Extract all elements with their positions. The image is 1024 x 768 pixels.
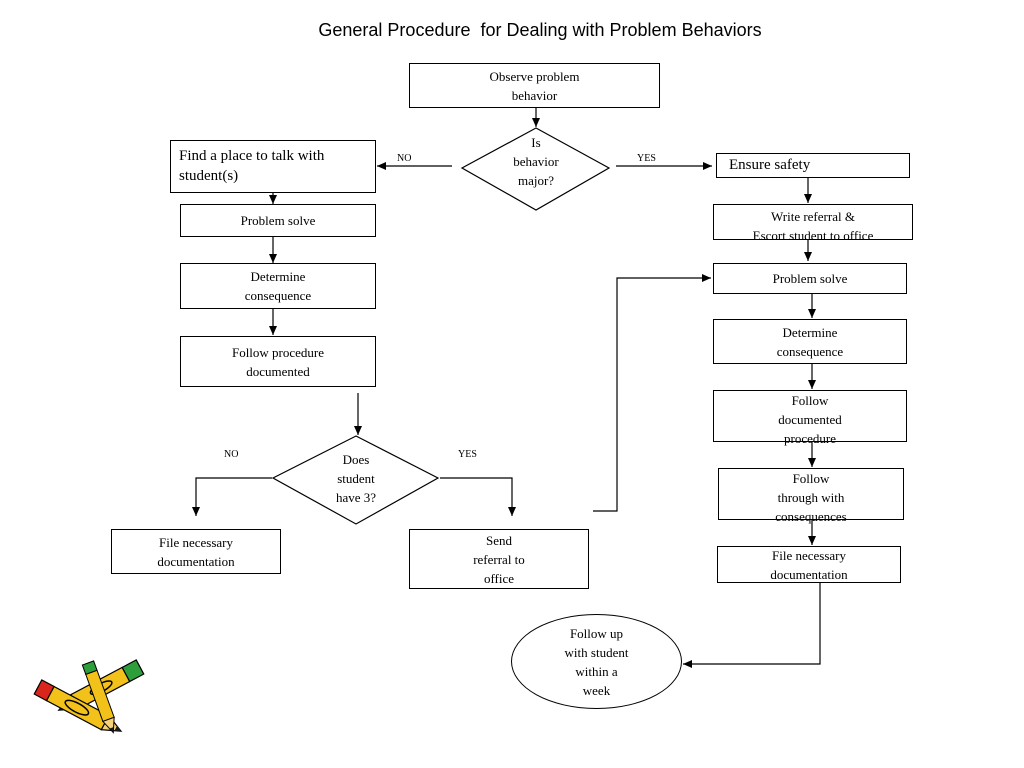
edge-label-major-yes: YES bbox=[637, 153, 656, 164]
node-label: Follow through with consequences bbox=[775, 471, 847, 524]
node-label: Follow up with student within a week bbox=[564, 625, 629, 698]
node-label: Observe problem behavior bbox=[489, 68, 580, 103]
node-observe-behavior: Observe problem behavior bbox=[409, 63, 660, 108]
node-follow-procedure-documented: Follow procedure documented bbox=[180, 336, 376, 387]
node-label: Send referral to office bbox=[473, 532, 525, 586]
node-label: File necessary documentation bbox=[157, 534, 235, 569]
node-label: Determine consequence bbox=[776, 324, 844, 359]
arrow-file-to-follow-up bbox=[683, 583, 821, 668]
node-follow-up-student: Follow up with student within a week bbox=[511, 614, 682, 709]
node-right-file-documentation: File necessary documentation bbox=[717, 546, 901, 583]
decision-label-three: Does student have 3? bbox=[335, 452, 377, 505]
edge-label-major-no: NO bbox=[397, 153, 412, 164]
node-label: Problem solve bbox=[240, 213, 316, 228]
node-right-problem-solve: Problem solve bbox=[713, 263, 907, 294]
node-label: Determine consequence bbox=[244, 269, 312, 303]
arrow-referral-to-problem-solve bbox=[593, 274, 711, 512]
node-left-determine-consequence: Determine consequence bbox=[180, 263, 376, 309]
node-label: Follow procedure documented bbox=[231, 344, 325, 379]
crossed-pencils-icon bbox=[33, 659, 145, 734]
arrow-three-yes bbox=[440, 477, 516, 516]
node-follow-through-consequences: Follow through with consequences bbox=[718, 468, 904, 524]
node-ensure-safety: Ensure safety bbox=[716, 153, 910, 178]
node-write-referral: Write referral & Escort student to offic… bbox=[713, 204, 913, 243]
node-label: Follow documented procedure bbox=[778, 393, 842, 446]
node-left-problem-solve: Problem solve bbox=[180, 204, 376, 237]
decision-diamond-major bbox=[460, 127, 611, 211]
node-label: Problem solve bbox=[772, 271, 848, 286]
node-label: Find a place to talk with student(s) bbox=[179, 148, 325, 184]
decision-label-major: Is behavior major? bbox=[513, 135, 559, 188]
node-label: Write referral & Escort student to offic… bbox=[752, 209, 874, 243]
page-title: General Procedure for Dealing with Probl… bbox=[318, 20, 762, 40]
arrow-three-no bbox=[192, 477, 272, 516]
edge-label-three-no: NO bbox=[224, 449, 239, 460]
decision-diamond-three bbox=[271, 435, 440, 525]
node-find-place: Find a place to talk with student(s) bbox=[170, 140, 376, 193]
node-left-file-documentation: File necessary documentation bbox=[111, 529, 281, 574]
node-label: File necessary documentation bbox=[770, 547, 848, 582]
edge-label-three-yes: YES bbox=[458, 449, 477, 460]
node-send-referral: Send referral to office bbox=[409, 529, 589, 589]
node-label: Ensure safety bbox=[729, 157, 811, 173]
node-follow-documented-procedure: Follow documented procedure bbox=[713, 390, 907, 446]
node-right-determine-consequence: Determine consequence bbox=[713, 319, 907, 364]
